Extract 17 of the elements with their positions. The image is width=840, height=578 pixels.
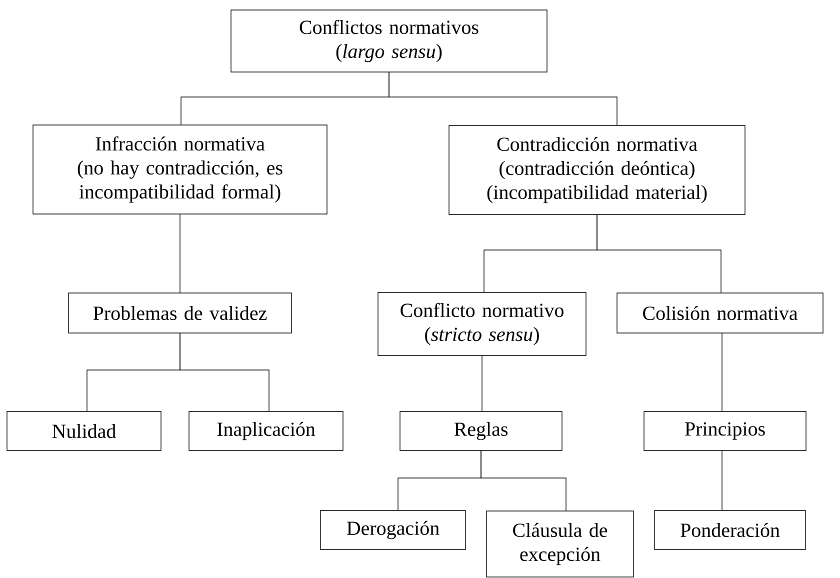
concept-box: Conflicto normativo (stricto sensu)	[378, 292, 586, 356]
concept-box: Cláusula de excepción	[486, 510, 634, 578]
concept-box: Infracción normativa (no hay contradicción, es incompatibilidad formal)	[32, 124, 328, 214]
connector-line	[388, 72, 618, 126]
concept-box: Nulidad	[6, 411, 162, 451]
concept-box: Problemas de validez	[68, 292, 292, 334]
concept-box: Colisión normativa	[616, 292, 824, 334]
connector-line	[596, 214, 722, 293]
connector-line	[180, 333, 270, 412]
connector-line	[480, 450, 566, 511]
concept-box: Reglas	[400, 411, 562, 451]
concept-box: Derogación	[320, 510, 466, 550]
concept-box: Ponderación	[654, 510, 806, 550]
concept-box: Inaplicación	[188, 411, 344, 451]
concept-box: Conflictos normativos (largo sensu)	[230, 10, 548, 72]
concept-box: Principios	[644, 411, 806, 451]
concept-box: Contradicción normativa (contradicción deóntica) (incompatibilidad material)	[448, 125, 746, 215]
